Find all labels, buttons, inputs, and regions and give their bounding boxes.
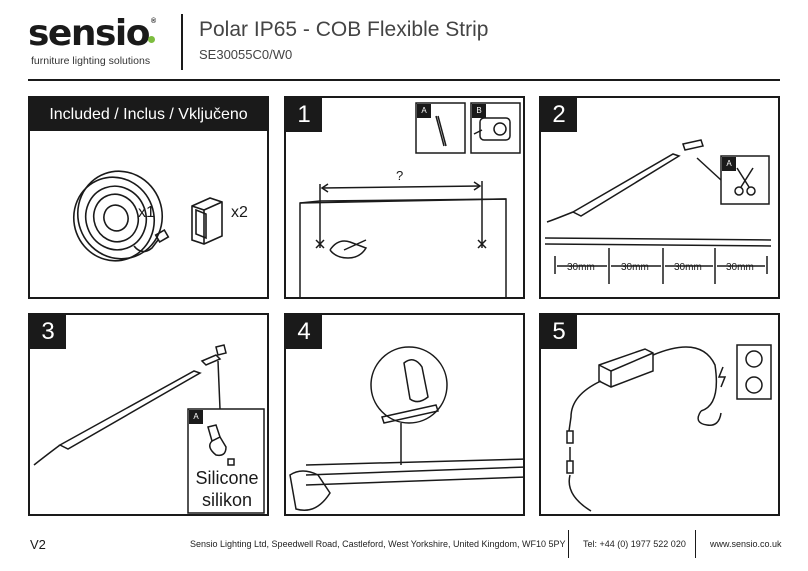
step-number: 1: [286, 98, 322, 132]
silicone-label: Silicone: [195, 468, 259, 488]
step-number: 2: [541, 98, 577, 132]
segment-3-label: 30mm: [674, 262, 702, 273]
measure-illustration: [299, 102, 521, 297]
included-panel: Included / Inclus / Vključeno x1 x2: [28, 96, 269, 299]
header-divider: [181, 14, 183, 70]
product-title: Polar IP65 - COB Flexible Strip: [199, 18, 489, 41]
version-label: V2: [30, 537, 46, 552]
product-code: SE30055C0/W0: [199, 47, 293, 62]
company-address: Sensio Lighting Ltd, Speedwell Road, Cas…: [190, 539, 566, 549]
footer-divider: [568, 530, 569, 558]
tool-b-tag: B: [472, 104, 486, 118]
header-rule: [28, 79, 780, 81]
strip-quantity: x1: [138, 204, 155, 221]
brand-logo: sensio: [28, 13, 150, 54]
scissors-tag: A: [722, 157, 736, 171]
brand-tagline: furniture lighting solutions: [31, 55, 151, 67]
end-cap-icon: [191, 197, 223, 245]
cut-illustration: 30mm 30mm 30mm 30mm: [544, 139, 772, 284]
registered-mark: ®: [151, 18, 157, 25]
footer-divider: [695, 530, 696, 558]
led-reel-icon: [72, 170, 223, 262]
included-heading: Included / Inclus / Vključeno: [30, 98, 267, 131]
logo-dot-icon: [148, 36, 155, 43]
segment-1-label: 30mm: [567, 262, 595, 273]
silikon-label: silikon: [201, 490, 253, 510]
step-4-panel: 4: [284, 313, 525, 516]
step-3-panel: 3 A Silicone silikon: [28, 313, 269, 516]
segment-2-label: 30mm: [621, 262, 649, 273]
install-illustration: [289, 346, 523, 511]
segment-4-label: 30mm: [726, 262, 754, 273]
step-number: 4: [286, 315, 322, 349]
measure-question: ?: [396, 168, 404, 183]
connect-illustration: [566, 344, 772, 512]
step-number: 3: [30, 315, 66, 349]
tool-a-tag: A: [417, 104, 431, 118]
telephone: Tel: +44 (0) 1977 522 020: [583, 539, 686, 549]
silicone-tag: A: [189, 410, 203, 424]
step-1-panel: 1 A B ?: [284, 96, 525, 299]
cap-quantity: x2: [231, 204, 248, 221]
website-link[interactable]: www.sensio.co.uk: [710, 539, 782, 549]
step-2-panel: 2 30mm 30mm 30mm 30mm A: [539, 96, 780, 299]
seal-illustration: [33, 344, 265, 514]
step-number: 5: [541, 315, 577, 349]
step-5-panel: 5: [539, 313, 780, 516]
